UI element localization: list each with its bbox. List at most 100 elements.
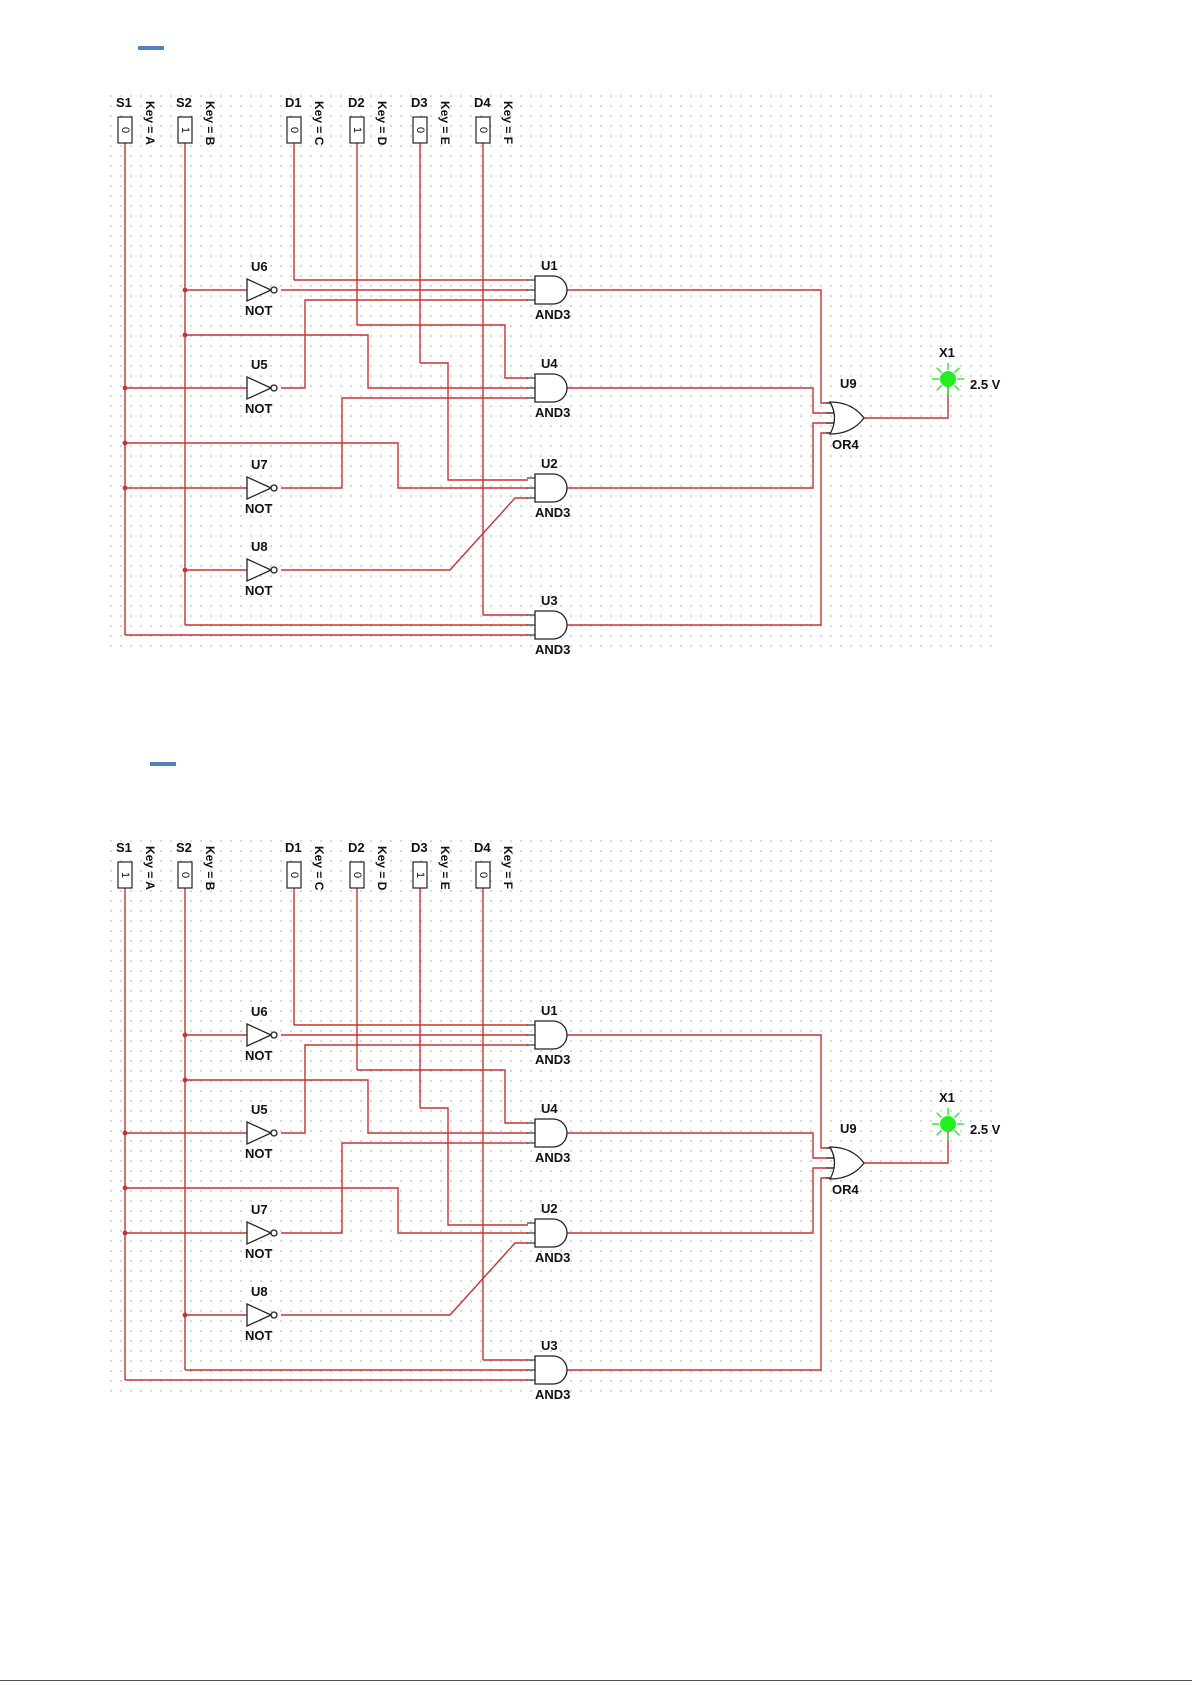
switch-box[interactable] [412, 116, 428, 144]
switch-key-label: Key = E [438, 846, 452, 890]
probe-x1: X12.5 V [932, 1090, 1001, 1140]
wire-d2-to-u4 [357, 1069, 528, 1124]
wire-u8-to-u2 [281, 1242, 528, 1316]
switch-key-label: Key = A [143, 846, 157, 890]
switch-box[interactable] [117, 116, 133, 144]
switch-box[interactable] [177, 861, 193, 889]
probe-lamp-icon [940, 371, 956, 387]
switch-name: S1 [116, 95, 132, 110]
gate-type: AND3 [535, 1150, 570, 1165]
not-gate-bubble [270, 484, 278, 492]
switch-name: D4 [474, 95, 491, 110]
junction-dot [182, 567, 188, 573]
switch-name: D2 [348, 95, 365, 110]
gate-ref: U3 [541, 593, 558, 608]
switch-key-label: Key = D [375, 101, 389, 146]
gate-ref: U1 [541, 1003, 558, 1018]
gate-ref: U4 [541, 1101, 558, 1116]
switch-value: 0 [288, 127, 300, 133]
junction-dot [122, 1185, 128, 1191]
switch-name: D2 [348, 840, 365, 855]
junction-dot [182, 1312, 188, 1318]
switch-box[interactable] [475, 116, 491, 144]
wire-u5-to-u1 [281, 1044, 528, 1134]
gate-type: AND3 [535, 405, 570, 420]
probe-ray [953, 1112, 960, 1119]
switch-box[interactable] [117, 861, 133, 889]
not-gate-triangle [246, 1120, 273, 1146]
not-gate-bubble [270, 1229, 278, 1237]
gate-ref: U1 [541, 258, 558, 273]
switch-name: D3 [411, 840, 428, 855]
switch-key-label: Key = B [203, 846, 217, 891]
heading-marker-1 [138, 46, 164, 50]
wire-and-to-or-2 [567, 422, 834, 489]
wire-d3-to-u2 [420, 362, 528, 481]
switch-value: 0 [351, 872, 363, 878]
gate-type: AND3 [535, 505, 570, 520]
gate-type: AND3 [535, 642, 570, 657]
and-gate-body [534, 275, 568, 305]
switch-value: 1 [414, 872, 426, 878]
or-gate-body [828, 401, 865, 435]
not-gate-triangle [246, 277, 273, 303]
switch-s1[interactable]: S1 0 Key = A [116, 95, 157, 145]
switch-value: 1 [351, 127, 363, 133]
switch-box[interactable] [177, 116, 193, 144]
switch-name: S2 [176, 840, 192, 855]
switch-box[interactable] [349, 861, 365, 889]
gate-type: AND3 [535, 307, 570, 322]
switch-d2[interactable]: D2 0 Key = D [348, 840, 389, 891]
wire-d2-to-u4 [357, 324, 528, 379]
probe-voltage: 2.5 V [970, 377, 1001, 392]
switch-box[interactable] [412, 861, 428, 889]
junction-dot [182, 1077, 188, 1083]
probe-x1: X1 2.5 V [932, 345, 1001, 395]
probe-ref: X1 [939, 345, 955, 360]
gate-ref: U7 [251, 1202, 268, 1217]
not-gate-bubble [270, 1311, 278, 1319]
switch-key-label: Key = A [143, 101, 157, 145]
switch-d2[interactable]: D2 1 Key = D [348, 95, 389, 146]
and-gate-body [534, 1118, 568, 1148]
wire-and-to-or-1 [567, 387, 834, 414]
junction-dot [182, 287, 188, 293]
switch-name: D3 [411, 95, 428, 110]
switch-box[interactable] [475, 861, 491, 889]
switch-box[interactable] [286, 861, 302, 889]
wire-or-to-probe [862, 387, 949, 419]
switch-value: 0 [119, 127, 131, 133]
switch-key-label: Key = D [375, 846, 389, 891]
wire-s1-to-u2 [125, 442, 528, 489]
gate-type: AND3 [535, 1250, 570, 1265]
switch-value: 0 [477, 127, 489, 133]
switch-d3[interactable]: D3 1 Key = E [411, 840, 452, 890]
switch-box[interactable] [349, 116, 365, 144]
gate-type: NOT [245, 1048, 273, 1063]
switch-box[interactable] [286, 116, 302, 144]
gate-type: AND3 [535, 1052, 570, 1067]
not-gate-bubble [270, 566, 278, 574]
junction-dot [122, 385, 128, 391]
wire-u5-to-u1 [281, 299, 528, 389]
and-gate-body [534, 1355, 568, 1385]
gate-ref: U7 [251, 457, 268, 472]
